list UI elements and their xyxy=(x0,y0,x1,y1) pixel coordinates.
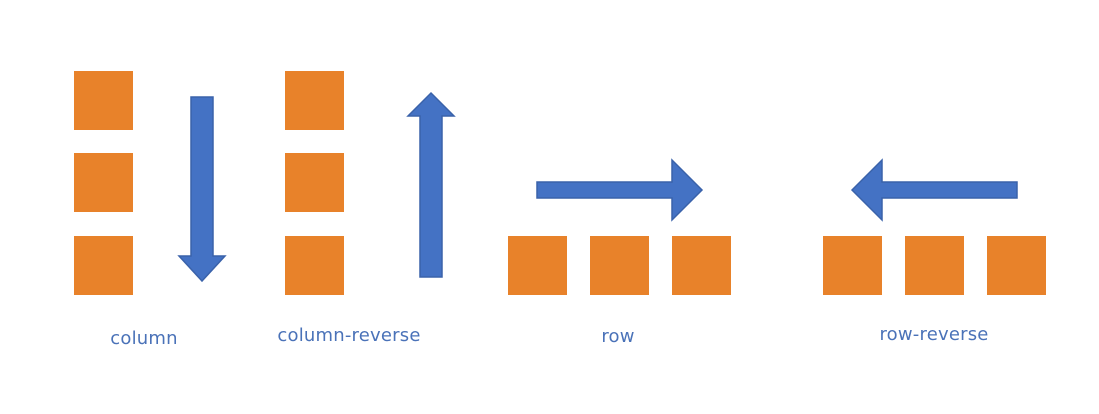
column-box-3 xyxy=(74,236,133,295)
column-label: column xyxy=(110,328,178,349)
arrow-down-icon xyxy=(177,96,227,283)
arrow-right-icon xyxy=(536,158,704,222)
row-reverse-box-1 xyxy=(823,236,882,295)
column-reverse-box-2 xyxy=(285,153,344,212)
row-box-3 xyxy=(672,236,731,295)
column-box-2 xyxy=(74,153,133,212)
column-reverse-box-1 xyxy=(285,71,344,130)
row-box-2 xyxy=(590,236,649,295)
arrow-up-icon xyxy=(406,91,456,278)
row-reverse-box-3 xyxy=(987,236,1046,295)
row-reverse-label: row-reverse xyxy=(879,324,989,345)
column-reverse-label: column-reverse xyxy=(277,325,421,346)
column-box-1 xyxy=(74,71,133,130)
row-label: row xyxy=(601,326,635,347)
row-reverse-box-2 xyxy=(905,236,964,295)
column-reverse-box-3 xyxy=(285,236,344,295)
arrow-left-icon xyxy=(850,158,1018,222)
row-box-1 xyxy=(508,236,567,295)
